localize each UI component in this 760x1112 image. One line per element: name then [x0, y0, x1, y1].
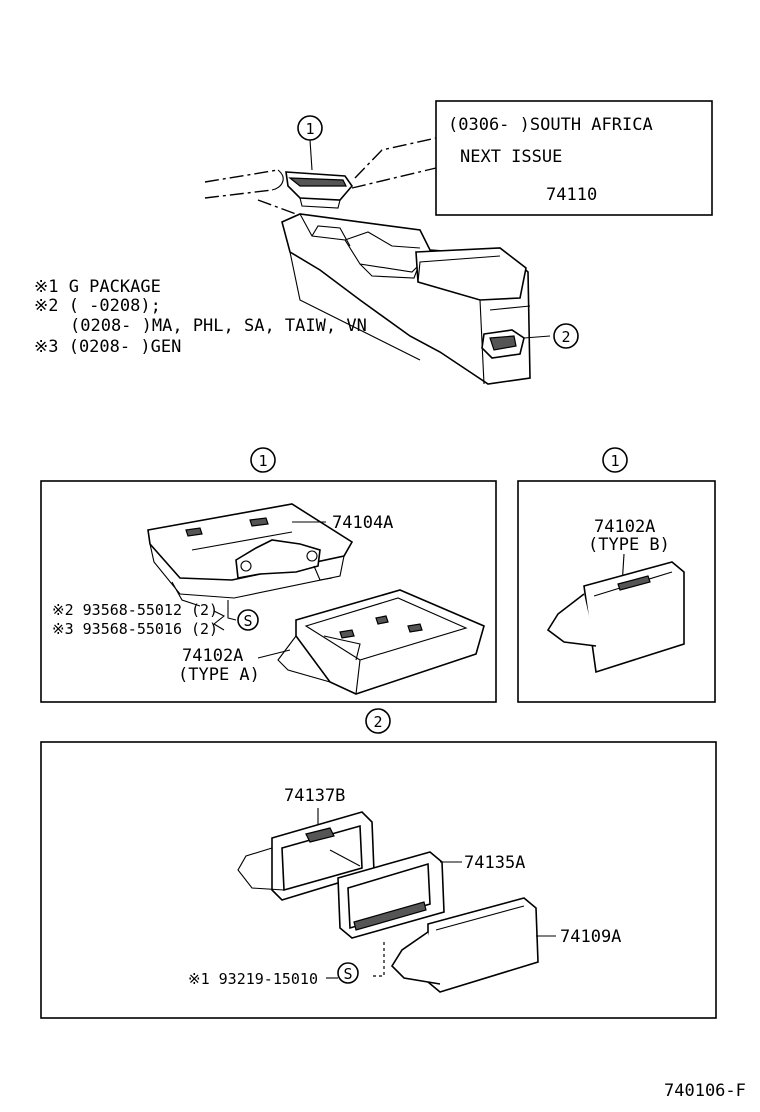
- note-1: ※1 G PACKAGE: [34, 277, 161, 297]
- label-screw-2: ※2 93568-55012 (2): [52, 601, 218, 619]
- callout-1-section-left-label: 1: [258, 452, 267, 470]
- label-type-a: (TYPE A): [178, 665, 260, 685]
- callout-1-section-left: [250, 447, 276, 473]
- label-74109A: 74109A: [560, 927, 621, 947]
- screw-group-section-2: ※1 93219-15010 S: [188, 942, 385, 988]
- callout-2-section-label: 2: [373, 713, 382, 731]
- screw-symbol-section-2: [337, 962, 359, 984]
- notice-box: (0306- )SOUTH AFRICA NEXT ISSUE 74110: [435, 100, 713, 216]
- notice-line-2: NEXT ISSUE: [460, 147, 562, 167]
- cup-74109A: 74109A: [390, 897, 621, 993]
- frame-74135A: 74135A: [337, 851, 525, 939]
- label-screw-1: ※1 93219-15010: [188, 970, 318, 988]
- ashtray-74102A-type-b: 74102A (TYPE B): [546, 517, 685, 674]
- callout-2-top-label: 2: [561, 328, 570, 346]
- callout-1-section-right: [602, 447, 628, 473]
- label-74135A: 74135A: [464, 853, 525, 873]
- note-3: ※3 (0208- )GEN: [34, 337, 181, 357]
- figure-id: 740106-F: [664, 1081, 746, 1101]
- note-2b: (0208- )MA, PHL, SA, TAIW, VN: [70, 316, 367, 336]
- label-74137B: 74137B: [284, 786, 345, 806]
- screw-group-left: ※2 93568-55012 (2) ※3 93568-55016 (2) S: [52, 601, 259, 638]
- notice-line-1: (0306- )SOUTH AFRICA: [448, 115, 653, 135]
- panel-2: [40, 741, 717, 1019]
- label-74104A: 74104A: [332, 513, 393, 533]
- bracket-74104A: 74104A: [147, 503, 393, 607]
- footnotes: ※1 G PACKAGE ※2 ( -0208); (0208- )MA, PH…: [34, 277, 367, 357]
- note-2a: ※2 ( -0208);: [34, 296, 161, 316]
- callout-2-top: [553, 323, 579, 349]
- screw-symbol-left: [237, 609, 259, 631]
- screw-symbol-left-label: S: [243, 612, 252, 630]
- label-74102A-right: 74102A: [594, 517, 655, 537]
- panel-1-right: [517, 480, 716, 703]
- callout-2-section: [365, 708, 391, 734]
- panel-1-left: [40, 480, 497, 703]
- label-type-b: (TYPE B): [588, 535, 670, 555]
- console-overview: 1 2: [204, 115, 579, 385]
- label-74102A-left: 74102A: [182, 646, 243, 666]
- callout-1-section-right-label: 1: [610, 452, 619, 470]
- notice-line-3: 74110: [546, 185, 597, 205]
- label-screw-3: ※3 93568-55016 (2): [52, 620, 218, 638]
- ashtray-74102A-type-a: 74102A (TYPE A): [178, 589, 485, 695]
- callout-1-top-label: 1: [305, 120, 314, 138]
- screw-symbol-section-2-label: S: [343, 965, 352, 983]
